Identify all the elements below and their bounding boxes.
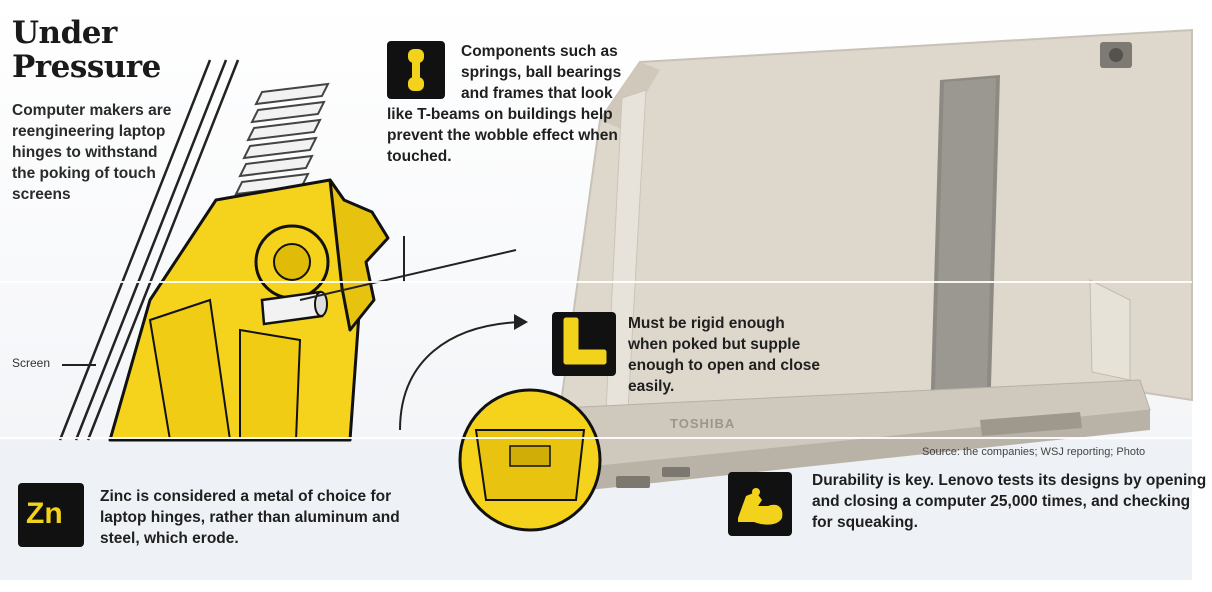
title-line-2: Pressure	[12, 49, 161, 85]
arrow-head-icon	[514, 314, 528, 330]
leader-lines	[62, 236, 521, 431]
flexed-arm-icon	[728, 472, 792, 536]
screen-edge	[58, 59, 240, 441]
zinc-symbol: Zn	[26, 497, 63, 530]
hinge-body	[108, 178, 390, 442]
title-line-1: Under	[12, 15, 117, 51]
brand-label: TOSHIBA	[670, 416, 736, 431]
zinc-note: Zinc is considered a metal of choice for…	[100, 488, 400, 547]
zinc-symbol-icon: Zn	[18, 483, 84, 547]
seam-top	[0, 281, 1192, 283]
components-note: Components such as springs, ball bearing…	[387, 41, 627, 167]
screen-label: Screen	[12, 356, 51, 370]
rigid-note: Must be rigid enough when poked but supp…	[628, 315, 821, 395]
dumbbell-icon	[387, 41, 445, 99]
lead-text: Computer makers are reengineering laptop…	[12, 102, 172, 203]
source-credit: Source: the companies; WSJ reporting; Ph…	[922, 446, 1146, 458]
hdmi-port-icon	[662, 467, 690, 477]
components-icon-slot	[387, 41, 453, 101]
spring-coils	[234, 82, 330, 196]
seam-bottom	[0, 437, 1192, 439]
page-title: Under Pressure	[12, 16, 161, 84]
laptop-lid	[558, 28, 1193, 422]
angle-bracket-icon	[552, 312, 616, 376]
durability-note: Durability is key. Lenovo tests its desi…	[812, 472, 1207, 531]
components-text: Components such as springs, ball bearing…	[387, 43, 622, 165]
usb-port-icon	[616, 476, 650, 488]
hinge-detail-circle	[458, 388, 602, 532]
